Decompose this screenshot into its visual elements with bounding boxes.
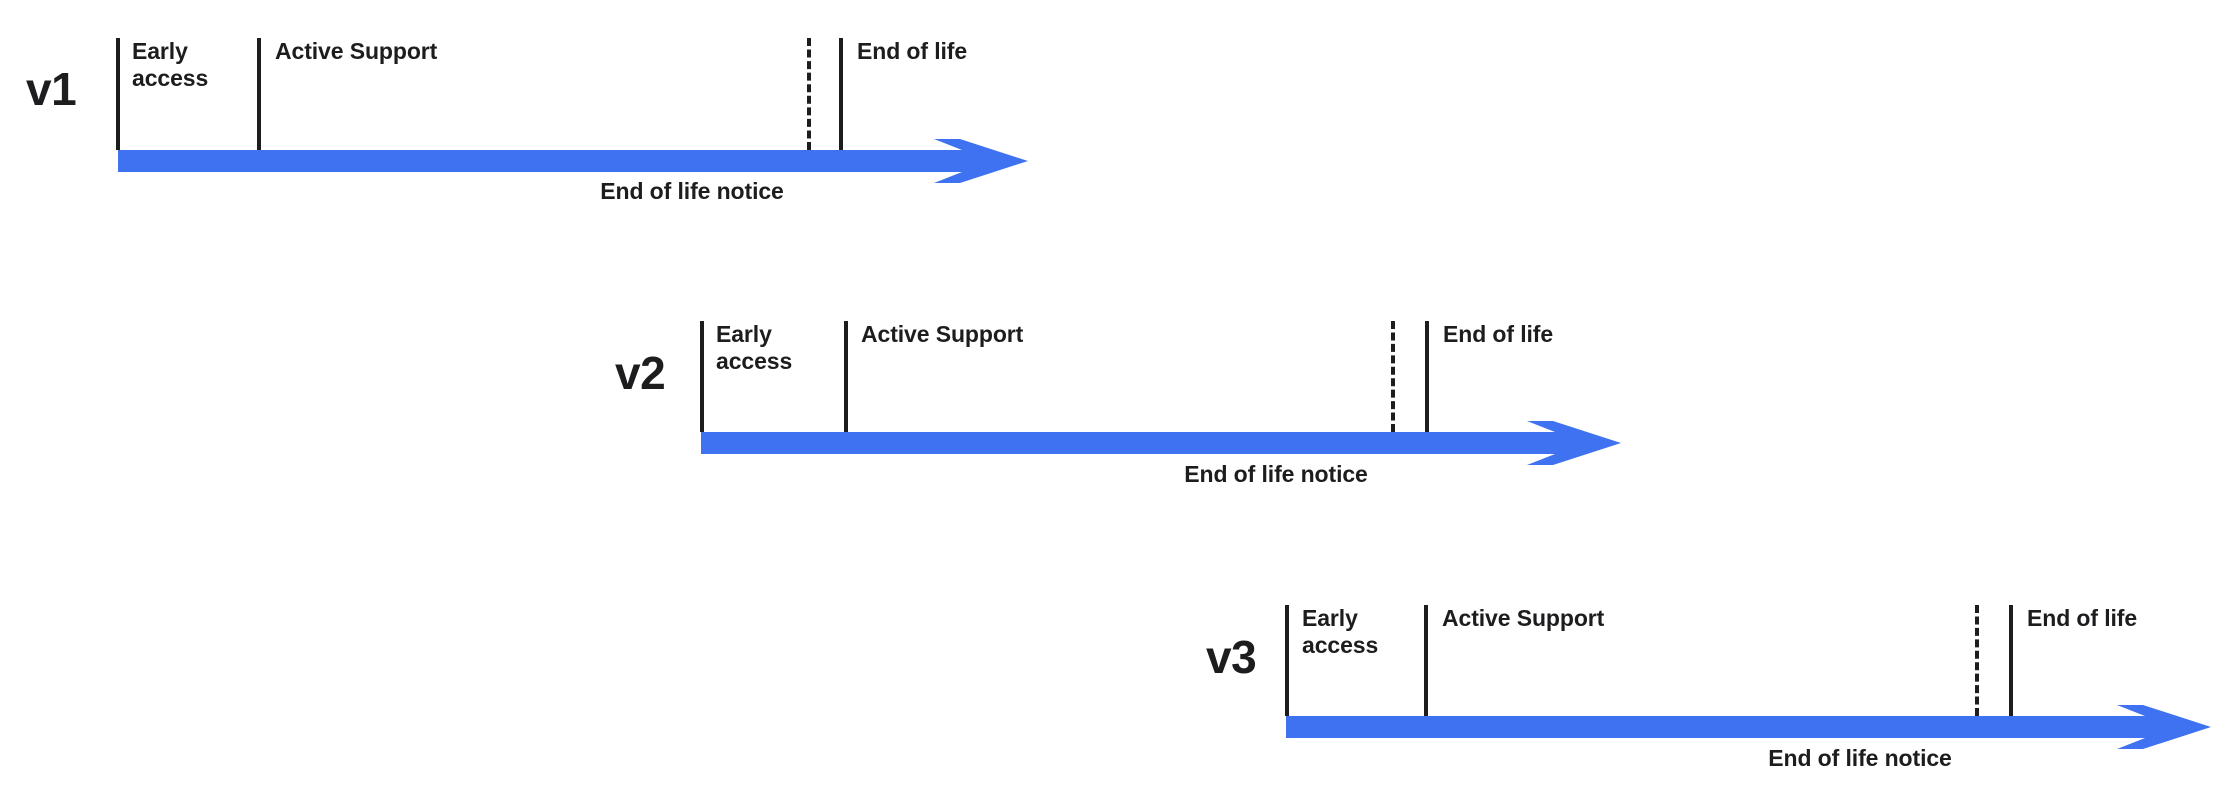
phase-boundary-tick bbox=[1424, 605, 1428, 716]
lifecycle-arrow bbox=[118, 137, 1028, 185]
phase-boundary-tick bbox=[700, 321, 704, 432]
end-of-life-notice-label: End of life notice bbox=[600, 178, 784, 204]
phase-boundary-tick bbox=[839, 38, 843, 150]
end-of-life-notice-label: End of life notice bbox=[1768, 745, 1952, 771]
phase-label: Early access bbox=[132, 38, 209, 92]
lifecycle-arrow bbox=[1286, 703, 2211, 751]
end-of-life-notice-label: End of life notice bbox=[1184, 461, 1368, 487]
lifecycle-arrow-shape bbox=[1286, 705, 2211, 749]
phase-boundary-tick bbox=[1285, 605, 1289, 716]
lifecycle-arrow-shape bbox=[701, 421, 1621, 465]
phase-boundary-tick bbox=[257, 38, 261, 150]
version-label: v3 bbox=[1206, 631, 1257, 683]
phase-label: End of life bbox=[2027, 605, 2138, 631]
phase-boundary-tick bbox=[2009, 605, 2013, 716]
version-label: v1 bbox=[26, 63, 77, 115]
phase-boundary-dashed-tick bbox=[1391, 321, 1395, 432]
phase-boundary-tick bbox=[844, 321, 848, 432]
lifecycle-arrow-shape bbox=[118, 139, 1028, 183]
phase-label: Early access bbox=[716, 321, 793, 375]
phase-label: Active Support bbox=[861, 321, 1024, 347]
phase-boundary-dashed-tick bbox=[1975, 605, 1979, 716]
phase-boundary-dashed-tick bbox=[807, 38, 811, 150]
phase-boundary-tick bbox=[1425, 321, 1429, 432]
phase-label: Early access bbox=[1302, 605, 1379, 659]
phase-boundary-tick bbox=[116, 38, 120, 150]
phase-label: Active Support bbox=[275, 38, 438, 64]
phase-label: Active Support bbox=[1442, 605, 1605, 631]
phase-label: End of life bbox=[857, 38, 968, 64]
lifecycle-arrow bbox=[701, 419, 1621, 467]
version-label: v2 bbox=[615, 347, 666, 399]
phase-label: End of life bbox=[1443, 321, 1554, 347]
